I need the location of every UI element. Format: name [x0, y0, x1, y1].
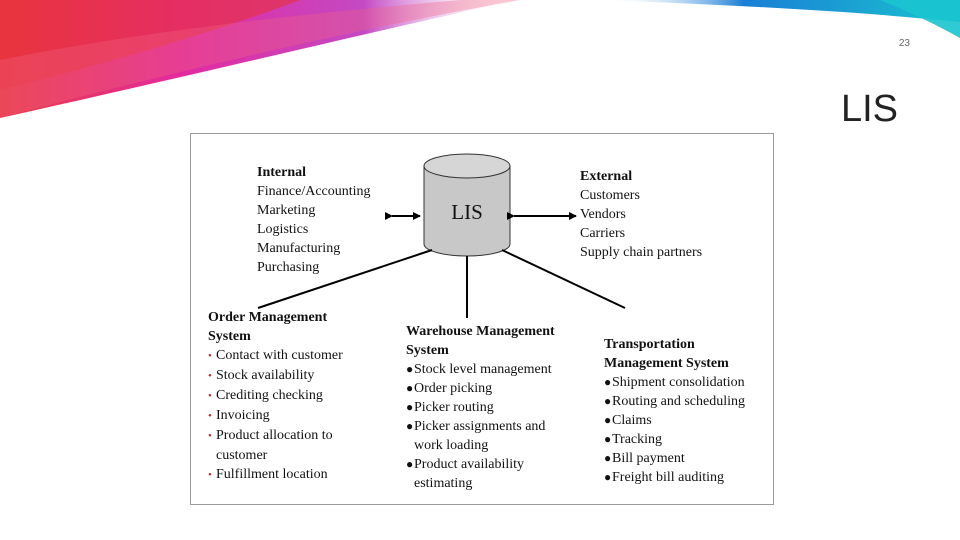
bullet-icon: ●: [406, 457, 414, 471]
bullet-icon: ●: [604, 470, 612, 484]
internal-item: Manufacturing: [257, 241, 341, 256]
tms-title-line: Transportation: [604, 337, 695, 352]
internal-item: Logistics: [257, 222, 309, 237]
decorative-banner: [0, 0, 960, 118]
oms-item: • Stock availability: [208, 366, 383, 386]
tms-item-text: Shipment consolidation: [612, 375, 745, 390]
slide-number: 23: [898, 38, 910, 49]
external-item: Vendors: [580, 207, 626, 222]
wms-item: ●Stock level management: [406, 360, 586, 379]
bullet-icon: ●: [604, 432, 612, 446]
internal-item: Finance/Accounting: [257, 184, 371, 199]
bullet-icon: ●: [604, 394, 612, 408]
wms-item: ●Picker assignments and: [406, 417, 586, 436]
internal-title: Internal: [257, 165, 306, 180]
tms-item: ●Shipment consolidation: [604, 373, 769, 392]
oms-item: • Invoicing: [208, 406, 383, 426]
bullet-icon: •: [208, 350, 212, 362]
external-item: Customers: [580, 188, 640, 203]
external-group: External Customers Vendors Carriers Supp…: [580, 167, 702, 262]
external-title: External: [580, 169, 633, 184]
bullet-icon: •: [208, 469, 212, 481]
wms-title-line: System: [406, 343, 449, 358]
bullet-icon: •: [208, 390, 212, 402]
oms-item: • Contact with customer: [208, 346, 383, 366]
wms-item: ●Product availability: [406, 455, 586, 474]
oms-item: • Product allocation to: [208, 426, 383, 446]
tms-item-text: Freight bill auditing: [612, 470, 724, 485]
bullet-icon: ●: [406, 381, 414, 395]
wms-item: ●Picker routing: [406, 398, 586, 417]
oms-item-text: Stock availability: [216, 368, 315, 383]
bullet-icon: •: [208, 370, 212, 382]
tms-item: ●Freight bill auditing: [604, 468, 769, 487]
oms-item-text: Crediting checking: [216, 388, 323, 403]
tms-item-text: Tracking: [612, 432, 663, 447]
wms-item-continuation: work loading: [406, 436, 586, 455]
tms-item: ●Bill payment: [604, 449, 769, 468]
bullet-icon: ●: [604, 413, 612, 427]
wms-item: ●Order picking: [406, 379, 586, 398]
order-management-system: Order Management System • Contact with cu…: [208, 308, 383, 485]
oms-title-line: Order Management: [208, 310, 328, 325]
wms-item-text: Stock level management: [414, 362, 552, 377]
bullet-icon: ●: [406, 419, 414, 433]
wms-item-text: estimating: [414, 476, 473, 491]
tms-item-text: Claims: [612, 413, 652, 428]
oms-item: • Crediting checking: [208, 386, 383, 406]
oms-item-text: customer: [216, 448, 268, 463]
tms-title-line: Management System: [604, 356, 729, 371]
slide-title: LIS: [840, 88, 898, 130]
external-item: Carriers: [580, 226, 626, 241]
internal-item: Purchasing: [257, 260, 320, 275]
oms-title-line: System: [208, 329, 251, 344]
tms-item: ●Routing and scheduling: [604, 392, 769, 411]
bullet-icon: ●: [406, 400, 414, 414]
oms-item-continuation: customer: [208, 446, 383, 465]
oms-item-text: Product allocation to: [216, 428, 333, 443]
oms-item-text: Invoicing: [216, 408, 270, 423]
tms-item: ●Claims: [604, 411, 769, 430]
transportation-management-system: Transportation Management System ●Shipme…: [604, 335, 769, 487]
bullet-icon: •: [208, 430, 212, 442]
tms-item: ●Tracking: [604, 430, 769, 449]
internal-group: Internal Finance/Accounting Marketing Lo…: [257, 163, 371, 277]
warehouse-management-system: Warehouse Management System ●Stock level…: [406, 322, 586, 493]
oms-item: • Fulfillment location: [208, 465, 383, 485]
bullet-icon: ●: [604, 375, 612, 389]
wms-item-continuation: estimating: [406, 474, 586, 493]
tms-item-text: Bill payment: [612, 451, 685, 466]
external-item: Supply chain partners: [580, 245, 703, 260]
wms-item-text: Product availability: [414, 457, 525, 472]
wms-item-text: work loading: [414, 438, 489, 453]
bullet-icon: ●: [406, 362, 414, 376]
internal-item: Marketing: [257, 203, 316, 218]
bullet-icon: •: [208, 410, 212, 422]
bullet-icon: ●: [604, 451, 612, 465]
lis-center-label: LIS: [451, 200, 483, 224]
wms-item-text: Order picking: [414, 381, 493, 396]
wms-item-text: Picker assignments and: [414, 419, 546, 434]
wms-item-text: Picker routing: [414, 400, 494, 415]
wms-title-line: Warehouse Management: [406, 324, 555, 339]
tms-item-text: Routing and scheduling: [612, 394, 745, 409]
oms-item-text: Fulfillment location: [216, 467, 328, 482]
oms-item-text: Contact with customer: [216, 348, 343, 363]
